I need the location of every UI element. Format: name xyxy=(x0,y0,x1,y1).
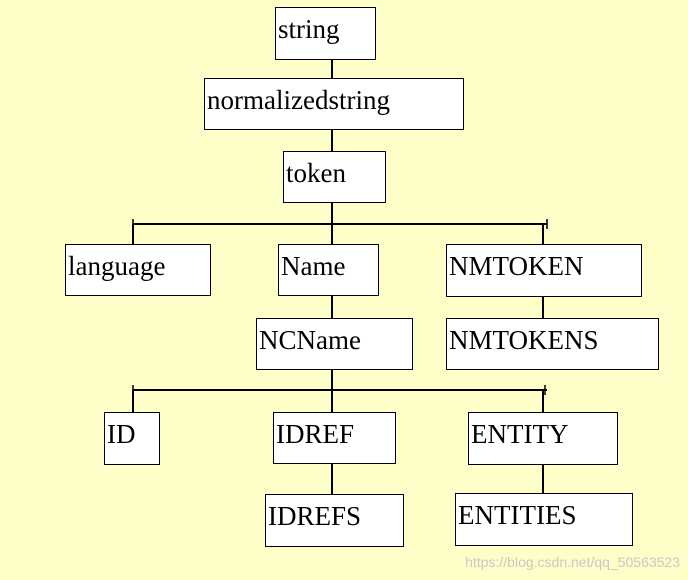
node-string: string xyxy=(275,7,376,60)
node-entity: ENTITY xyxy=(468,412,618,465)
node-normalizedstring: normalizedstring xyxy=(204,78,464,130)
node-idrefs: IDREFS xyxy=(265,494,404,547)
watermark: https://blog.csdn.net/qq_50563523 xyxy=(465,554,680,570)
node-ncname: NCName xyxy=(256,318,413,370)
node-entities: ENTITIES xyxy=(455,493,633,546)
node-language: language xyxy=(65,244,211,296)
node-nmtoken: NMTOKEN xyxy=(446,244,642,297)
node-name: Name xyxy=(278,244,379,296)
node-idref: IDREF xyxy=(273,412,396,464)
node-nmtokens: NMTOKENS xyxy=(446,318,659,370)
node-id: ID xyxy=(104,412,160,465)
node-token: token xyxy=(283,151,386,203)
